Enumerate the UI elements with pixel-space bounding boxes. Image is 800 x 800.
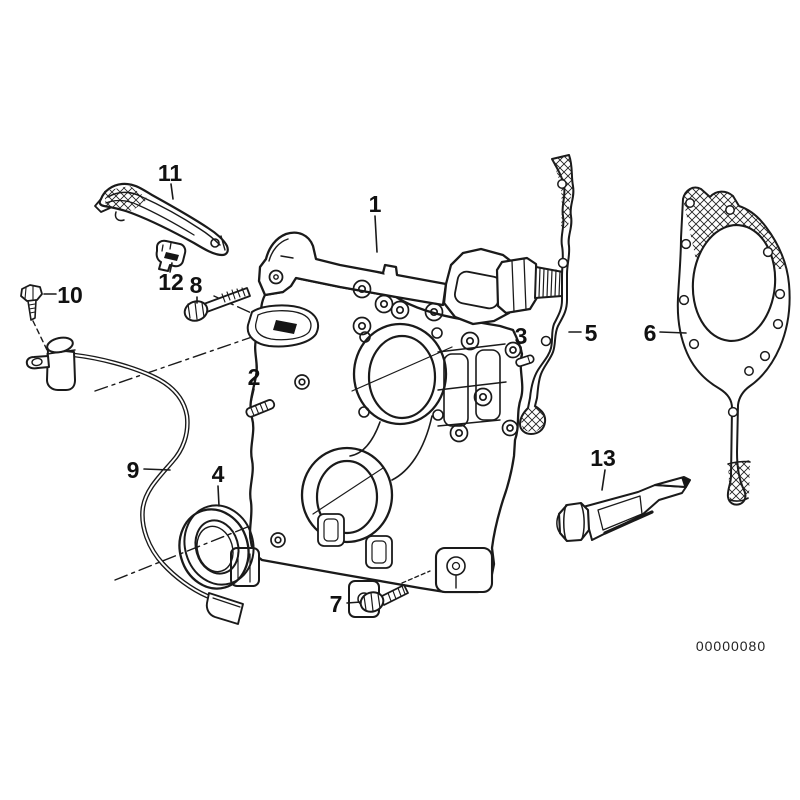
part-sealant-tube <box>556 476 691 543</box>
callout-10: 10 <box>57 282 83 308</box>
part-bolt-lower <box>359 584 409 613</box>
callout-leader-lines <box>43 183 687 604</box>
bolt-bosses <box>270 279 522 548</box>
part-screw <box>20 284 43 321</box>
callout-labels: 1 2 3 4 5 6 7 8 9 10 11 12 13 <box>57 160 656 617</box>
callout-13: 13 <box>590 445 616 471</box>
callout-5: 5 <box>585 320 598 346</box>
callout-3: 3 <box>515 323 528 349</box>
callout-7: 7 <box>330 591 343 617</box>
diagram-code: 00000080 <box>696 638 766 654</box>
part-shaft-seal <box>178 504 255 590</box>
gasket-bolt-holes <box>678 198 786 418</box>
artwork-root: 1 2 3 4 5 6 7 8 9 10 11 12 13 00000080 <box>20 154 791 654</box>
callout-6: 6 <box>644 320 657 346</box>
callout-2: 2 <box>248 364 261 390</box>
part-bolt-upper <box>183 287 251 322</box>
callout-4: 4 <box>212 461 225 487</box>
part-gasket-large <box>676 186 791 506</box>
part-chain-guide-rail <box>94 182 229 257</box>
part-retaining-clip <box>155 239 187 272</box>
callout-9: 9 <box>127 457 140 483</box>
part-sensor-cable <box>25 336 244 625</box>
part-stud <box>245 399 276 418</box>
part-gasket-narrow <box>519 154 575 435</box>
callout-11: 11 <box>158 160 183 186</box>
callout-12: 12 <box>158 269 184 295</box>
part-dowel-pin <box>515 354 535 368</box>
part-timing-case-housing <box>230 231 566 618</box>
callout-8: 8 <box>190 272 203 298</box>
callout-1: 1 <box>369 191 382 217</box>
